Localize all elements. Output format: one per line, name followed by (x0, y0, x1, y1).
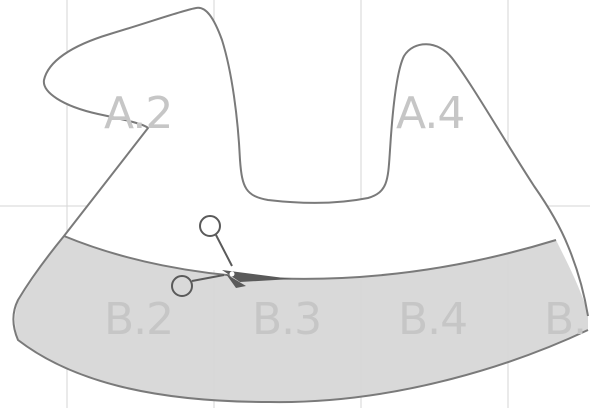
scissors-handle-upper (215, 234, 233, 267)
scissors-icon (171, 215, 292, 297)
label-a2: A.2 (104, 88, 172, 139)
label-b4: B.4 (398, 294, 467, 345)
lower-band (15, 236, 588, 403)
scissors-blade-lower (226, 274, 246, 288)
tile-labels: A.2 A.4 B.2 B.3 B.4 B. (104, 88, 587, 345)
band-grid (213, 260, 509, 408)
shape-outline (12, 6, 589, 404)
scissors-handle-lower (191, 274, 225, 282)
scissors-blade-upper (222, 270, 292, 282)
label-b5: B. (544, 294, 586, 345)
scissors-pivot (229, 271, 235, 277)
scissors-thumb-loop (171, 275, 193, 297)
scissors-finger-loop (199, 215, 221, 237)
label-a4: A.4 (396, 88, 464, 139)
label-b3: B.3 (252, 294, 321, 345)
label-b2: B.2 (104, 294, 173, 345)
